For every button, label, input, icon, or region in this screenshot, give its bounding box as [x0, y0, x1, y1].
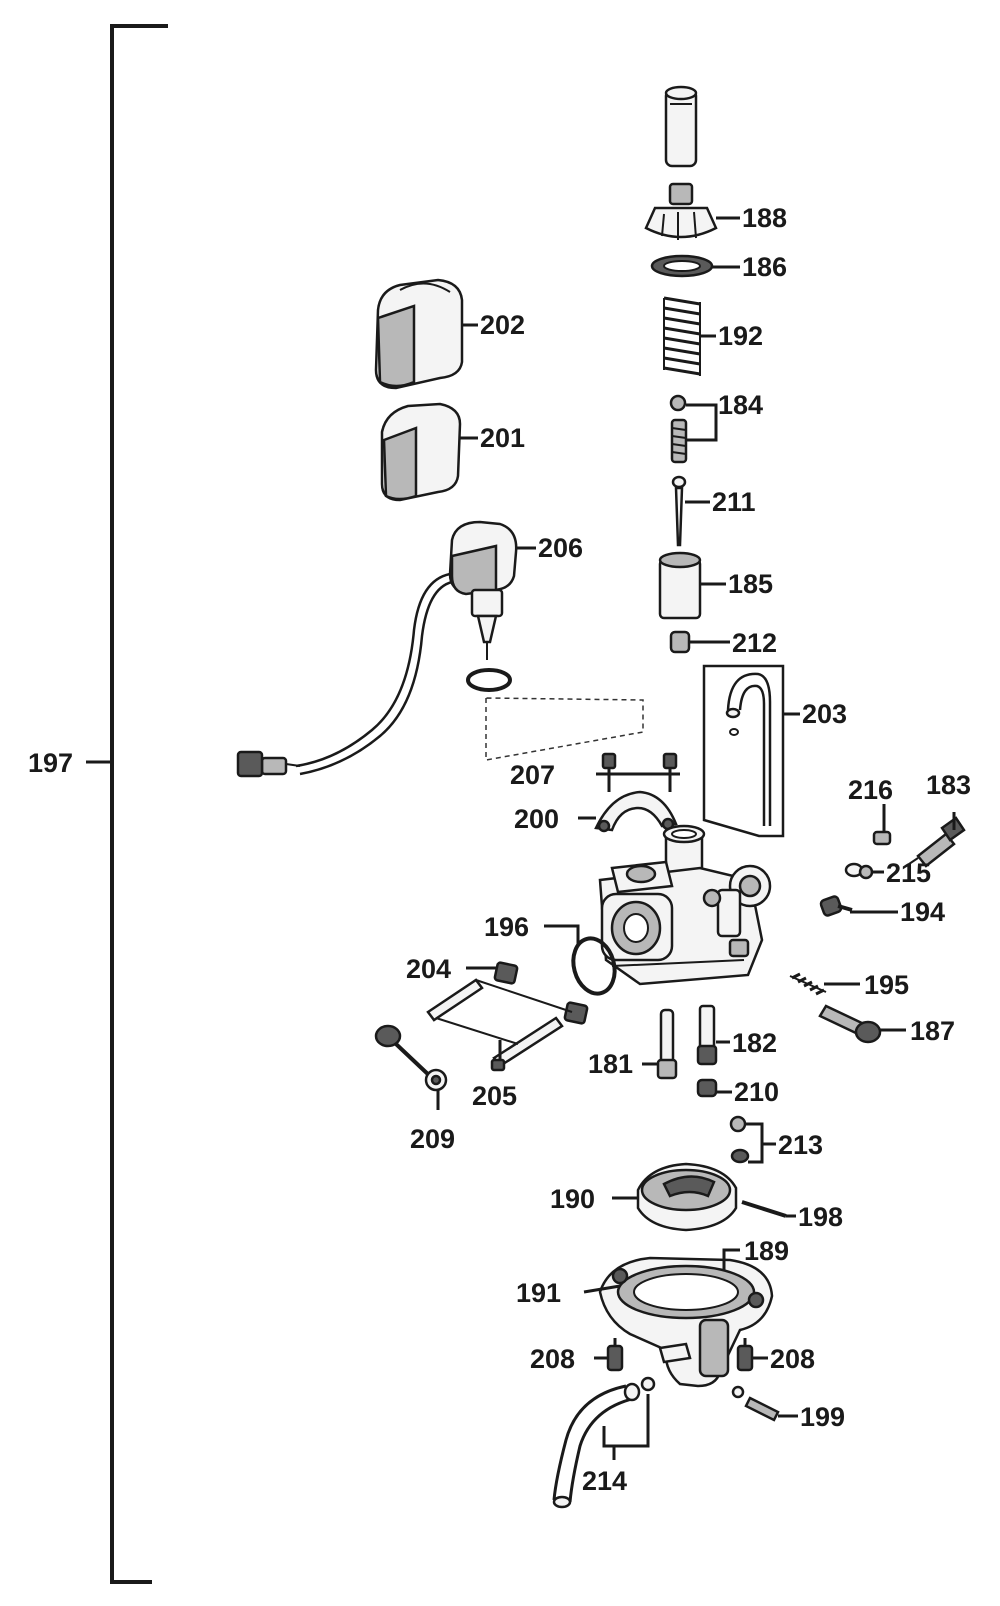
- part-209-screw: [374, 1024, 448, 1110]
- label-216: 216: [848, 775, 893, 805]
- label-203: 203: [802, 699, 847, 729]
- part-190-float: [612, 1162, 738, 1232]
- part-194: [819, 895, 898, 917]
- part-183: [905, 812, 966, 868]
- part-182-jet: [696, 1004, 730, 1066]
- part-207-screws: [596, 752, 680, 792]
- part-216: [872, 804, 892, 846]
- label-188: 188: [742, 203, 787, 233]
- label-199: 199: [800, 1402, 845, 1432]
- part-192-spring: [663, 296, 716, 376]
- part-215: [844, 862, 884, 880]
- part-202-cover: [374, 278, 478, 390]
- cable-sleeve: [664, 85, 698, 168]
- label-200: 200: [514, 804, 559, 834]
- label-210: 210: [734, 1077, 779, 1107]
- label-207: 207: [510, 760, 555, 790]
- part-189-float-bowl: [583, 1248, 774, 1388]
- label-184: 184: [718, 390, 763, 420]
- label-198: 198: [798, 1202, 843, 1232]
- part-206-auto-choke: [236, 520, 536, 778]
- label-192: 192: [718, 321, 763, 351]
- label-211: 211: [712, 487, 756, 517]
- part-185-slide: [658, 551, 726, 620]
- part-210: [696, 1078, 732, 1098]
- part-205-studs: [426, 978, 573, 1072]
- label-215: 215: [886, 858, 931, 888]
- part-208-screw-left: [594, 1338, 624, 1372]
- label-204: 204: [406, 954, 451, 984]
- label-209: 209: [410, 1124, 455, 1154]
- label-183: 183: [926, 770, 971, 800]
- label-197: 197: [28, 748, 73, 778]
- part-198-pin: [741, 1200, 796, 1218]
- label-202: 202: [480, 310, 525, 340]
- assembly-bracket-197: [86, 24, 168, 1584]
- label-201: 201: [480, 423, 525, 453]
- label-208-right: 208: [770, 1344, 815, 1374]
- part-213: [729, 1115, 776, 1164]
- part-184-retainer: [669, 394, 718, 464]
- part-188-cap: [644, 182, 740, 240]
- part-211-needle: [671, 475, 710, 547]
- label-208-left: 208: [530, 1344, 575, 1374]
- label-214: 214: [582, 1466, 627, 1496]
- carburetor-body: [598, 824, 772, 986]
- part-214-drain-hose: [552, 1376, 656, 1509]
- label-186: 186: [742, 252, 787, 282]
- part-208-screw-right: [736, 1338, 768, 1372]
- label-194: 194: [900, 897, 945, 927]
- label-196: 196: [484, 912, 529, 942]
- label-213: 213: [778, 1130, 823, 1160]
- alignment-lines: [485, 697, 644, 761]
- part-181-jet: [642, 1008, 678, 1080]
- label-189: 189: [744, 1236, 789, 1266]
- part-203-vent-pipe: [702, 664, 800, 838]
- label-191: 191: [516, 1278, 561, 1308]
- label-206: 206: [538, 533, 583, 563]
- part-195: [789, 972, 860, 996]
- label-181: 181: [588, 1049, 633, 1079]
- label-190: 190: [550, 1184, 595, 1214]
- o-ring: [466, 668, 512, 692]
- label-212: 212: [732, 628, 777, 658]
- part-212-jet: [669, 630, 730, 654]
- part-199: [731, 1385, 798, 1422]
- part-201-cover: [380, 402, 478, 502]
- label-182: 182: [732, 1028, 777, 1058]
- part-196-o-ring: [544, 924, 617, 996]
- part-200-clamp: [578, 790, 678, 833]
- label-195: 195: [864, 970, 909, 1000]
- part-186-washer: [650, 254, 740, 278]
- label-187: 187: [910, 1016, 955, 1046]
- label-205: 205: [472, 1081, 517, 1111]
- part-187: [818, 1004, 906, 1044]
- label-185: 185: [728, 569, 773, 599]
- part-204-plates: [466, 961, 589, 1025]
